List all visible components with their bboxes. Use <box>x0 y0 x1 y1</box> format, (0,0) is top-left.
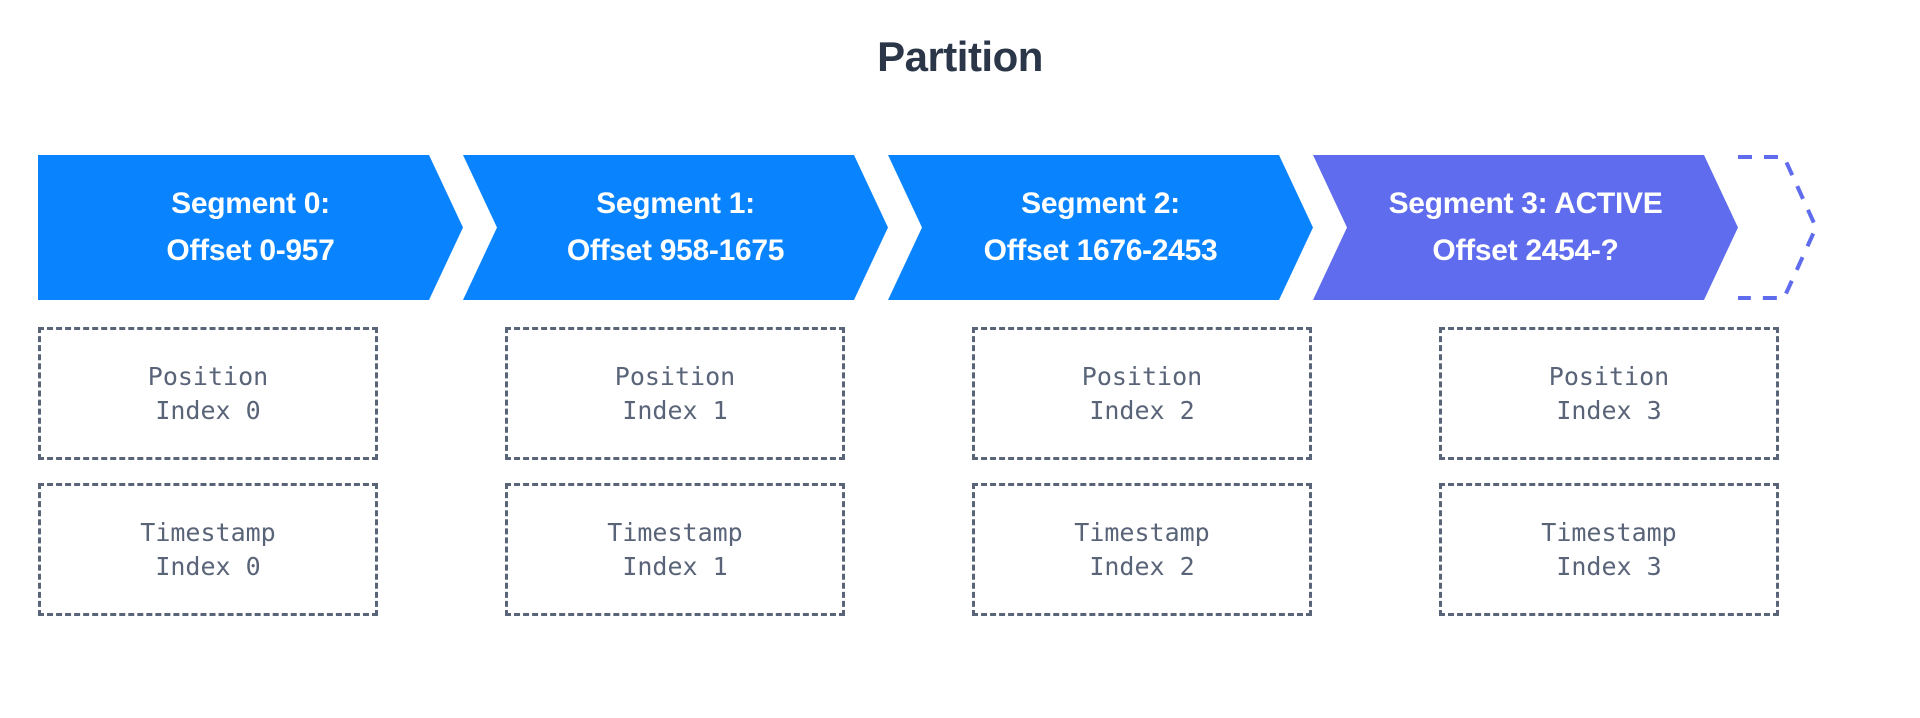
position-index-box-2: Position Index 2 <box>972 327 1312 460</box>
position-index-box-1: Position Index 1 <box>505 327 845 460</box>
position-index-box-3: Position Index 3 <box>1439 327 1779 460</box>
position-index-value-2: Index 2 <box>1089 395 1195 425</box>
timestamp-index-value-1: Index 1 <box>622 551 728 581</box>
timestamp-index-box-2: Timestamp Index 2 <box>972 483 1312 616</box>
timestamp-index-label-2: Timestamp <box>1074 517 1210 547</box>
position-index-box-0: Position Index 0 <box>38 327 378 460</box>
position-index-value-3: Index 3 <box>1556 395 1662 425</box>
timestamp-index-value-3: Index 3 <box>1556 551 1662 581</box>
segment-offset-1: Offset 958-1675 <box>566 233 785 267</box>
segment-name-2: Segment 2: <box>1021 187 1180 220</box>
timestamp-index-value-0: Index 0 <box>155 551 261 581</box>
segment-chevron-1[interactable]: Segment 1: Offset 958-1675 <box>463 155 888 300</box>
segment-chevron-2[interactable]: Segment 2: Offset 1676-2453 <box>888 155 1313 300</box>
future-segment-chevron-outline <box>1738 155 1818 300</box>
timestamp-index-label-1: Timestamp <box>607 517 743 547</box>
timestamp-index-label-0: Timestamp <box>140 517 276 547</box>
position-index-label-3: Position <box>1548 361 1670 391</box>
position-index-label-2: Position <box>1081 361 1203 391</box>
segment-chevron-0[interactable]: Segment 0: Offset 0-957 <box>38 155 463 300</box>
timestamp-index-box-3: Timestamp Index 3 <box>1439 483 1779 616</box>
timestamp-index-value-2: Index 2 <box>1089 551 1195 581</box>
timestamp-index-label-3: Timestamp <box>1541 517 1677 547</box>
segment-name-0: Segment 0: <box>171 187 330 220</box>
segment-name-3: Segment 3: ACTIVE <box>1388 187 1663 220</box>
segment-offset-0: Offset 0-957 <box>166 233 335 267</box>
segment-chevron-3-active[interactable]: Segment 3: ACTIVE Offset 2454-? <box>1313 155 1738 300</box>
segment-offset-3: Offset 2454-? <box>1432 233 1619 267</box>
segment-offset-2: Offset 1676-2453 <box>983 233 1218 267</box>
position-index-value-0: Index 0 <box>155 395 261 425</box>
timestamp-index-box-0: Timestamp Index 0 <box>38 483 378 616</box>
position-index-row: Position Index 0 Position Index 1 Positi… <box>38 327 1828 460</box>
position-index-value-1: Index 1 <box>622 395 728 425</box>
segment-name-1: Segment 1: <box>596 187 755 220</box>
segment-arrow-row: Segment 0: Offset 0-957 Segment 1: Offse… <box>38 155 1868 300</box>
timestamp-index-row: Timestamp Index 0 Timestamp Index 1 Time… <box>38 483 1828 616</box>
timestamp-index-box-1: Timestamp Index 1 <box>505 483 845 616</box>
page-title: Partition <box>877 33 1043 80</box>
position-index-label-1: Position <box>614 361 736 391</box>
position-index-label-0: Position <box>147 361 269 391</box>
